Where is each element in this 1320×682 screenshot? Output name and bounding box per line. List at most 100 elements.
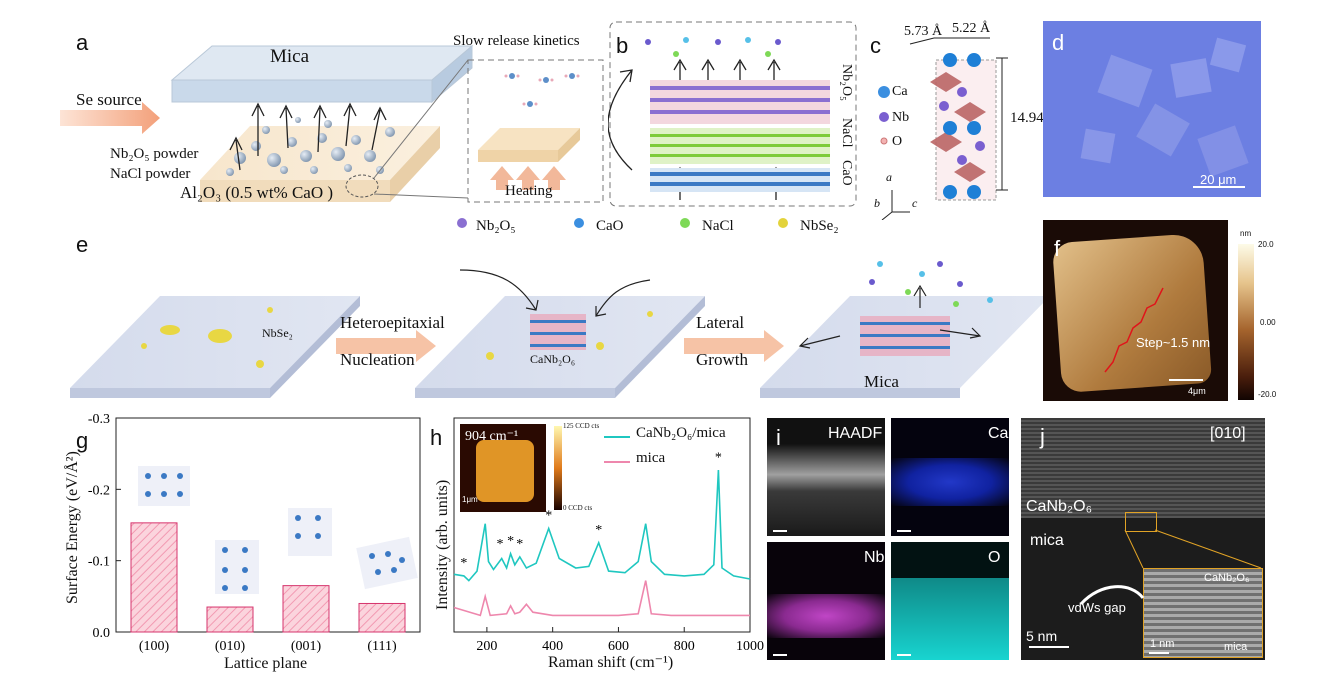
nbse2-legend-icon — [778, 218, 788, 228]
chart-h-star-annotation: * — [497, 537, 504, 552]
inset-cb-bottom: 0 CCD cts — [563, 504, 592, 512]
mica-stem-label: mica — [1030, 532, 1064, 550]
nb-label: Nb — [864, 549, 884, 567]
chart-h-star-annotation: * — [545, 509, 552, 524]
panel-d-optical-image — [1043, 21, 1261, 197]
chart-g-xtick-label: (001) — [291, 639, 322, 654]
substrate-label: Al₂O₃ (0.5 wt% CaO ) — [180, 183, 333, 203]
chart-h-xtick-label: 200 — [476, 639, 497, 654]
chart-h-star-annotation: * — [595, 523, 602, 538]
nacl-powder-label: NaCl powder — [110, 166, 190, 183]
cb-max: 20.0 — [1258, 240, 1274, 249]
chart-g-bar — [207, 607, 253, 632]
chart-h-star-annotation: * — [460, 556, 467, 571]
cb-unit: nm — [1240, 229, 1251, 238]
b-length-label: 5.22 Å — [952, 21, 990, 37]
legend-nacl: NaCl — [702, 218, 734, 235]
panel-label-f: f — [1054, 236, 1060, 262]
canb2o6-growth-label: CaNb₂O₆ — [530, 352, 575, 367]
chart-h-star-annotation: * — [715, 450, 722, 465]
chart-g-xtick-label: (010) — [215, 639, 246, 654]
chart-h-ylabel: Intensity (arb. units) — [434, 480, 452, 610]
nbse2-label: NbSe₂ — [262, 326, 293, 341]
scalebar-i1 — [773, 530, 787, 532]
legend-line-canb2o6 — [604, 436, 630, 438]
legend-nbse2: NbSe₂ — [800, 218, 839, 235]
panel-b-schematic — [608, 20, 858, 210]
ca-atom-label: Ca — [892, 84, 908, 100]
cb-min: -20.0 — [1258, 390, 1276, 399]
panel-e-schematic — [60, 240, 1050, 400]
chart-g-ytick-label: -0.1 — [88, 555, 110, 570]
chart-h-xtick-label: 1000 — [736, 639, 764, 654]
growth-label: Growth — [696, 350, 748, 370]
legend-cao: CaO — [596, 218, 624, 235]
panel-d-scalebar: 20 μm — [1200, 172, 1236, 187]
panel-label-i: i — [776, 425, 781, 451]
chart-g: -0.3-0.2-0.10.0(100)(010)(001)(111) — [60, 410, 430, 680]
cao-legend-icon — [574, 218, 584, 228]
panel-a-schematic — [60, 20, 640, 220]
lateral-label: Lateral — [696, 313, 744, 333]
mica-label: Mica — [270, 46, 309, 68]
step-height-label: Step~1.5 nm — [1136, 335, 1210, 350]
legend-mica: mica — [636, 450, 665, 467]
ca-label: Ca — [988, 425, 1008, 443]
panel-label-j: j — [1040, 424, 1045, 450]
mica-substrate-label: Mica — [864, 372, 899, 392]
scalebar-i4 — [897, 654, 911, 656]
chart-g-bar — [131, 523, 177, 632]
se-source-label: Se source — [76, 90, 142, 110]
chart-h-xlabel: Raman shift (cm⁻¹) — [548, 652, 673, 672]
o-label: O — [988, 549, 1000, 567]
chart-g-bar — [359, 603, 405, 632]
legend-nb2o5: Nb₂O₅ — [476, 218, 516, 235]
inset-cb-top: 125 CCD cts — [563, 422, 599, 430]
inset-canb2o6-label: CaNb₂O₆ — [1204, 572, 1249, 584]
panel-f-afm-image — [1043, 220, 1228, 401]
axis-a-label: a — [886, 170, 892, 185]
scalebar-i2 — [897, 530, 911, 532]
vdw-gap-label: vdWs gap — [1068, 600, 1126, 615]
chart-g-xtick-label: (111) — [367, 639, 397, 654]
nacl-layer-label: NaCl — [838, 118, 854, 148]
panel-label-d: d — [1052, 30, 1064, 56]
axis-c-label: c — [912, 196, 917, 211]
raman-map-flake — [476, 440, 534, 502]
nb2o5-powder-label: Nb₂O₅ powder — [110, 146, 198, 163]
chart-h-series-line — [454, 581, 750, 616]
stem-scalebar-label: 5 nm — [1026, 628, 1057, 644]
inset-scalebar-label: 1 nm — [1150, 638, 1174, 650]
chart-h: 2004006008001000 ******* — [430, 410, 770, 680]
chart-g-ytick-label: -0.3 — [88, 412, 110, 427]
nacl-legend-icon — [680, 218, 690, 228]
raman-map-colorbar — [554, 426, 562, 510]
slow-release-label: Slow release kinetics — [453, 33, 580, 50]
nb-atom-label: Nb — [892, 110, 909, 126]
chart-g-xlabel: Lattice plane — [224, 655, 307, 673]
cao-layer-label: CaO — [838, 160, 854, 186]
inset-mica-label: mica — [1224, 641, 1247, 653]
o-atom-label: O — [892, 134, 902, 150]
axis-b-label: b — [874, 196, 880, 211]
nb2o5-legend-icon — [457, 218, 467, 228]
panel-f-scalebar: 4μm — [1188, 386, 1206, 396]
cb-mid: 0.00 — [1260, 318, 1276, 327]
zone-axis-label: [010] — [1210, 425, 1246, 443]
inset-scalebar: 1μm — [462, 495, 478, 504]
legend-line-mica — [604, 461, 630, 463]
heteroepitaxial-label: Heteroepitaxial — [340, 313, 445, 333]
haadf-label: HAADF — [828, 425, 882, 443]
chart-g-ylabel: Surface Energy (eV/Å²) — [64, 451, 82, 604]
chart-g-bar — [283, 586, 329, 632]
panel-f-colorbar — [1238, 244, 1254, 400]
scalebar-i3 — [773, 654, 787, 656]
chart-g-ytick-label: 0.0 — [93, 626, 111, 641]
legend-canb2o6: CaNb₂O₆/mica — [636, 425, 726, 442]
nb2o5-layer-label: Nb₂O₅ — [838, 64, 854, 101]
inset-wavenumber: 904 cm⁻¹ — [465, 428, 518, 445]
chart-g-xtick-label: (100) — [139, 639, 170, 654]
chart-h-star-annotation: * — [507, 534, 514, 549]
a-length-label: 5.73 Å — [904, 24, 942, 40]
nucleation-label: Nucleation — [340, 350, 415, 370]
